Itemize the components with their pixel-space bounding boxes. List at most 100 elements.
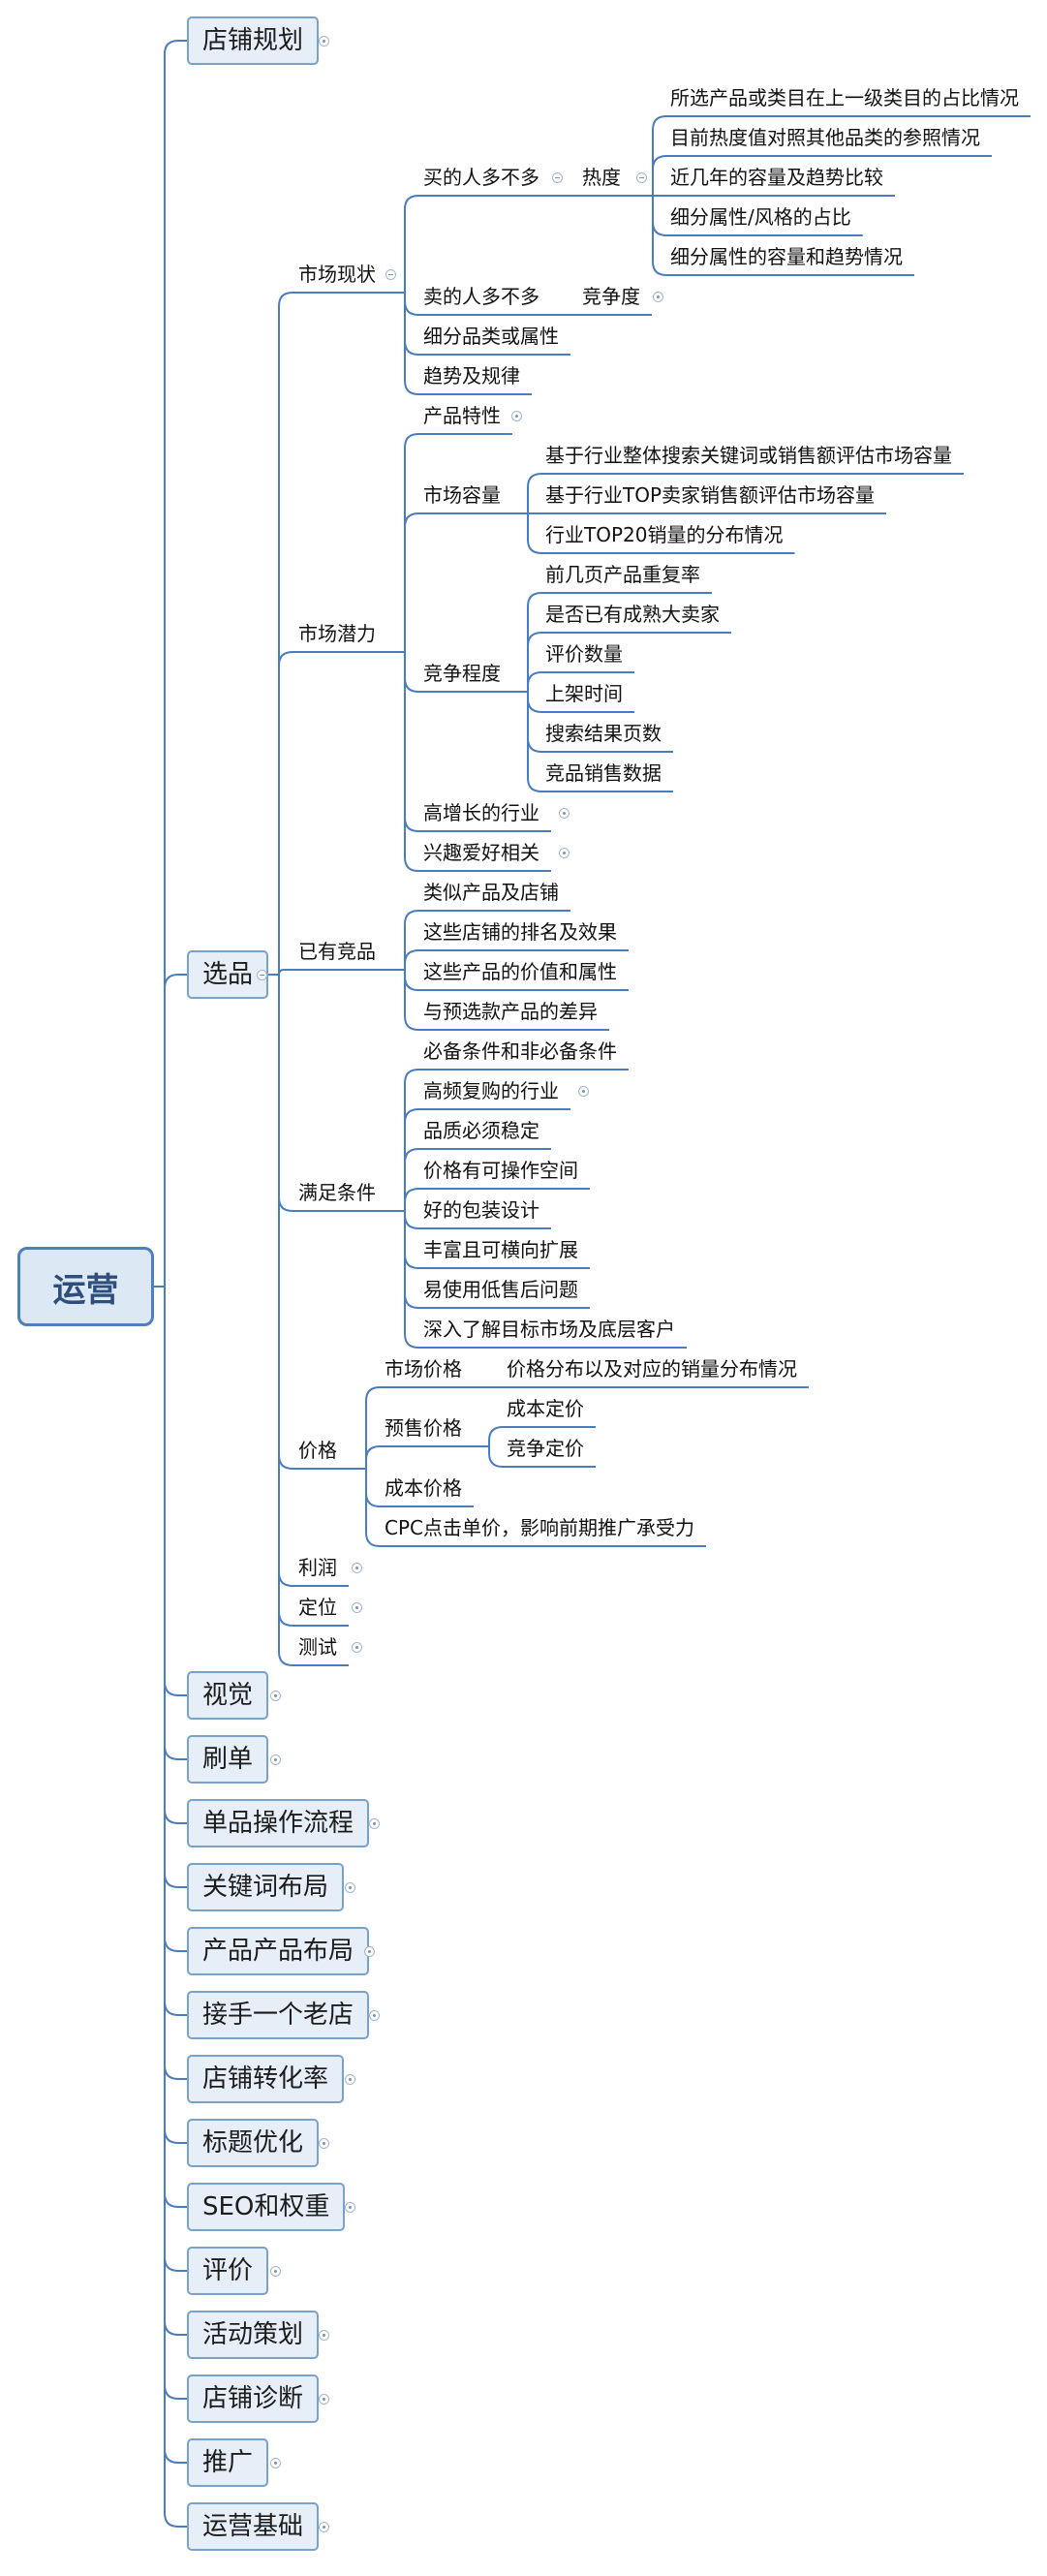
- condition-item-5[interactable]: 好的包装设计: [423, 1198, 539, 1222]
- expand-toggle-icon[interactable]: [270, 1754, 281, 1765]
- branch-store-planning[interactable]: 店铺规划: [187, 16, 320, 65]
- condition-item-4[interactable]: 价格有可操作空间: [423, 1159, 578, 1182]
- node-sellers[interactable]: 卖的人多不多: [423, 285, 539, 308]
- node-existing-competitors[interactable]: 已有竞品: [298, 940, 376, 963]
- node-profit[interactable]: 利润: [298, 1556, 337, 1579]
- branch-visual[interactable]: 视觉: [187, 1671, 269, 1720]
- connector-line: [404, 293, 419, 356]
- capacity-item-1[interactable]: 基于行业整体搜索关键词或销售额评估市场容量: [545, 444, 952, 467]
- expand-toggle-icon[interactable]: [319, 2330, 329, 2341]
- condition-item-8[interactable]: 深入了解目标市场及底层客户: [423, 1318, 675, 1341]
- branch-product-selection[interactable]: 选品: [187, 950, 269, 999]
- node-trend[interactable]: 趋势及规律: [423, 364, 520, 388]
- node-heat[interactable]: 热度: [582, 166, 621, 189]
- expand-toggle-icon[interactable]: [319, 36, 329, 47]
- competitor-item-3[interactable]: 这些产品的价值和属性: [423, 960, 617, 983]
- presale-item-1[interactable]: 成本定价: [507, 1397, 584, 1420]
- branch-seo-weight[interactable]: SEO和权重: [187, 2183, 346, 2231]
- node-competition-degree[interactable]: 竞争度: [582, 285, 640, 308]
- collapse-toggle-icon[interactable]: [636, 172, 647, 183]
- capacity-item-3[interactable]: 行业TOP20销量的分布情况: [545, 523, 784, 546]
- expand-toggle-icon[interactable]: [345, 2074, 355, 2085]
- market-price-detail[interactable]: 价格分布以及对应的销量分布情况: [507, 1357, 797, 1381]
- condition-item-1[interactable]: 必备条件和非必备条件: [423, 1040, 617, 1063]
- branch-store-conversion[interactable]: 店铺转化率: [187, 2055, 345, 2103]
- branch-product-layout[interactable]: 产品产品布局: [187, 1927, 370, 1975]
- branch-keyword-layout[interactable]: 关键词布局: [187, 1863, 345, 1911]
- node-market-price[interactable]: 市场价格: [385, 1357, 462, 1381]
- expand-toggle-icon[interactable]: [653, 292, 663, 302]
- node-interest-related[interactable]: 兴趣爱好相关: [423, 841, 539, 864]
- expand-toggle-icon[interactable]: [352, 1563, 362, 1573]
- branch-title-optimization[interactable]: 标题优化: [187, 2119, 320, 2167]
- collapse-toggle-icon[interactable]: [257, 970, 267, 980]
- expand-toggle-icon[interactable]: [345, 2202, 355, 2213]
- branch-store-diagnosis[interactable]: 店铺诊断: [187, 2374, 320, 2423]
- node-positioning[interactable]: 定位: [298, 1596, 337, 1619]
- expand-toggle-icon[interactable]: [364, 1946, 375, 1957]
- expand-toggle-icon[interactable]: [319, 2522, 329, 2532]
- heat-item-1[interactable]: 所选产品或类目在上一级类目的占比情况: [670, 86, 1019, 109]
- competition-item-4[interactable]: 上架时间: [545, 682, 623, 705]
- node-testing[interactable]: 测试: [298, 1635, 337, 1659]
- branch-single-product-flow[interactable]: 单品操作流程: [187, 1799, 370, 1847]
- branch-brushing[interactable]: 刷单: [187, 1735, 269, 1784]
- competition-item-5[interactable]: 搜索结果页数: [545, 722, 662, 745]
- collapse-toggle-icon[interactable]: [552, 172, 563, 183]
- presale-item-2[interactable]: 竞争定价: [507, 1437, 584, 1460]
- expand-toggle-icon[interactable]: [270, 2458, 281, 2468]
- competition-item-3[interactable]: 评价数量: [545, 642, 623, 666]
- root-node[interactable]: 运营: [17, 1247, 154, 1326]
- condition-item-6[interactable]: 丰富且可横向扩展: [423, 1238, 578, 1261]
- branch-operation-basics[interactable]: 运营基础: [187, 2502, 320, 2551]
- node-price[interactable]: 价格: [298, 1439, 337, 1462]
- competitor-item-4[interactable]: 与预选款产品的差异: [423, 1000, 598, 1023]
- heat-item-4[interactable]: 细分属性/风格的占比: [670, 205, 851, 229]
- node-market-potential[interactable]: 市场潜力: [298, 622, 376, 645]
- node-high-growth[interactable]: 高增长的行业: [423, 801, 539, 824]
- node-subcategory[interactable]: 细分品类或属性: [423, 325, 559, 348]
- competitor-item-2[interactable]: 这些店铺的排名及效果: [423, 920, 617, 944]
- expand-toggle-icon[interactable]: [578, 1086, 589, 1097]
- branch-reviews[interactable]: 评价: [187, 2247, 269, 2295]
- node-required-conditions[interactable]: 满足条件: [298, 1181, 376, 1204]
- heat-item-2[interactable]: 目前热度值对照其他品类的参照情况: [670, 126, 980, 149]
- connector-line: [404, 652, 419, 693]
- expand-toggle-icon[interactable]: [559, 808, 570, 819]
- competitor-item-1[interactable]: 类似产品及店铺: [423, 881, 559, 904]
- competition-item-1[interactable]: 前几页产品重复率: [545, 563, 700, 586]
- branch-take-over-old-store[interactable]: 接手一个老店: [187, 1991, 370, 2039]
- expand-toggle-icon[interactable]: [319, 2394, 329, 2405]
- expand-toggle-icon[interactable]: [319, 2138, 329, 2149]
- node-competition-level[interactable]: 竞争程度: [423, 662, 501, 685]
- expand-toggle-icon[interactable]: [369, 1818, 380, 1829]
- node-market-status[interactable]: 市场现状: [298, 263, 376, 286]
- expand-toggle-icon[interactable]: [345, 1882, 355, 1893]
- competition-item-2[interactable]: 是否已有成熟大卖家: [545, 603, 720, 626]
- competition-item-6[interactable]: 竞品销售数据: [545, 761, 662, 785]
- expand-toggle-icon[interactable]: [352, 1642, 362, 1653]
- collapse-toggle-icon[interactable]: [385, 269, 396, 280]
- node-market-capacity[interactable]: 市场容量: [423, 483, 501, 507]
- branch-promotion[interactable]: 推广: [187, 2438, 269, 2487]
- expand-toggle-icon[interactable]: [511, 411, 522, 421]
- connector-line: [164, 1287, 187, 2336]
- capacity-item-2[interactable]: 基于行业TOP卖家销售额评估市场容量: [545, 483, 876, 507]
- condition-item-2[interactable]: 高频复购的行业: [423, 1079, 559, 1102]
- node-buyers[interactable]: 买的人多不多: [423, 166, 539, 189]
- node-product-traits[interactable]: 产品特性: [423, 404, 501, 427]
- node-presale-price[interactable]: 预售价格: [385, 1416, 462, 1440]
- node-cpc[interactable]: CPC点击单价，影响前期推广承受力: [385, 1516, 694, 1539]
- heat-item-5[interactable]: 细分属性的容量和趋势情况: [670, 245, 903, 268]
- expand-toggle-icon[interactable]: [270, 2266, 281, 2277]
- expand-toggle-icon[interactable]: [369, 2010, 380, 2021]
- node-cost-price[interactable]: 成本价格: [385, 1476, 462, 1500]
- expand-toggle-icon[interactable]: [559, 848, 570, 858]
- branch-event-planning[interactable]: 活动策划: [187, 2311, 320, 2359]
- condition-item-3[interactable]: 品质必须稳定: [423, 1119, 539, 1142]
- condition-item-7[interactable]: 易使用低售后问题: [423, 1278, 578, 1301]
- expand-toggle-icon[interactable]: [352, 1602, 362, 1613]
- heat-item-3[interactable]: 近几年的容量及趋势比较: [670, 166, 883, 189]
- expand-toggle-icon[interactable]: [270, 1691, 281, 1701]
